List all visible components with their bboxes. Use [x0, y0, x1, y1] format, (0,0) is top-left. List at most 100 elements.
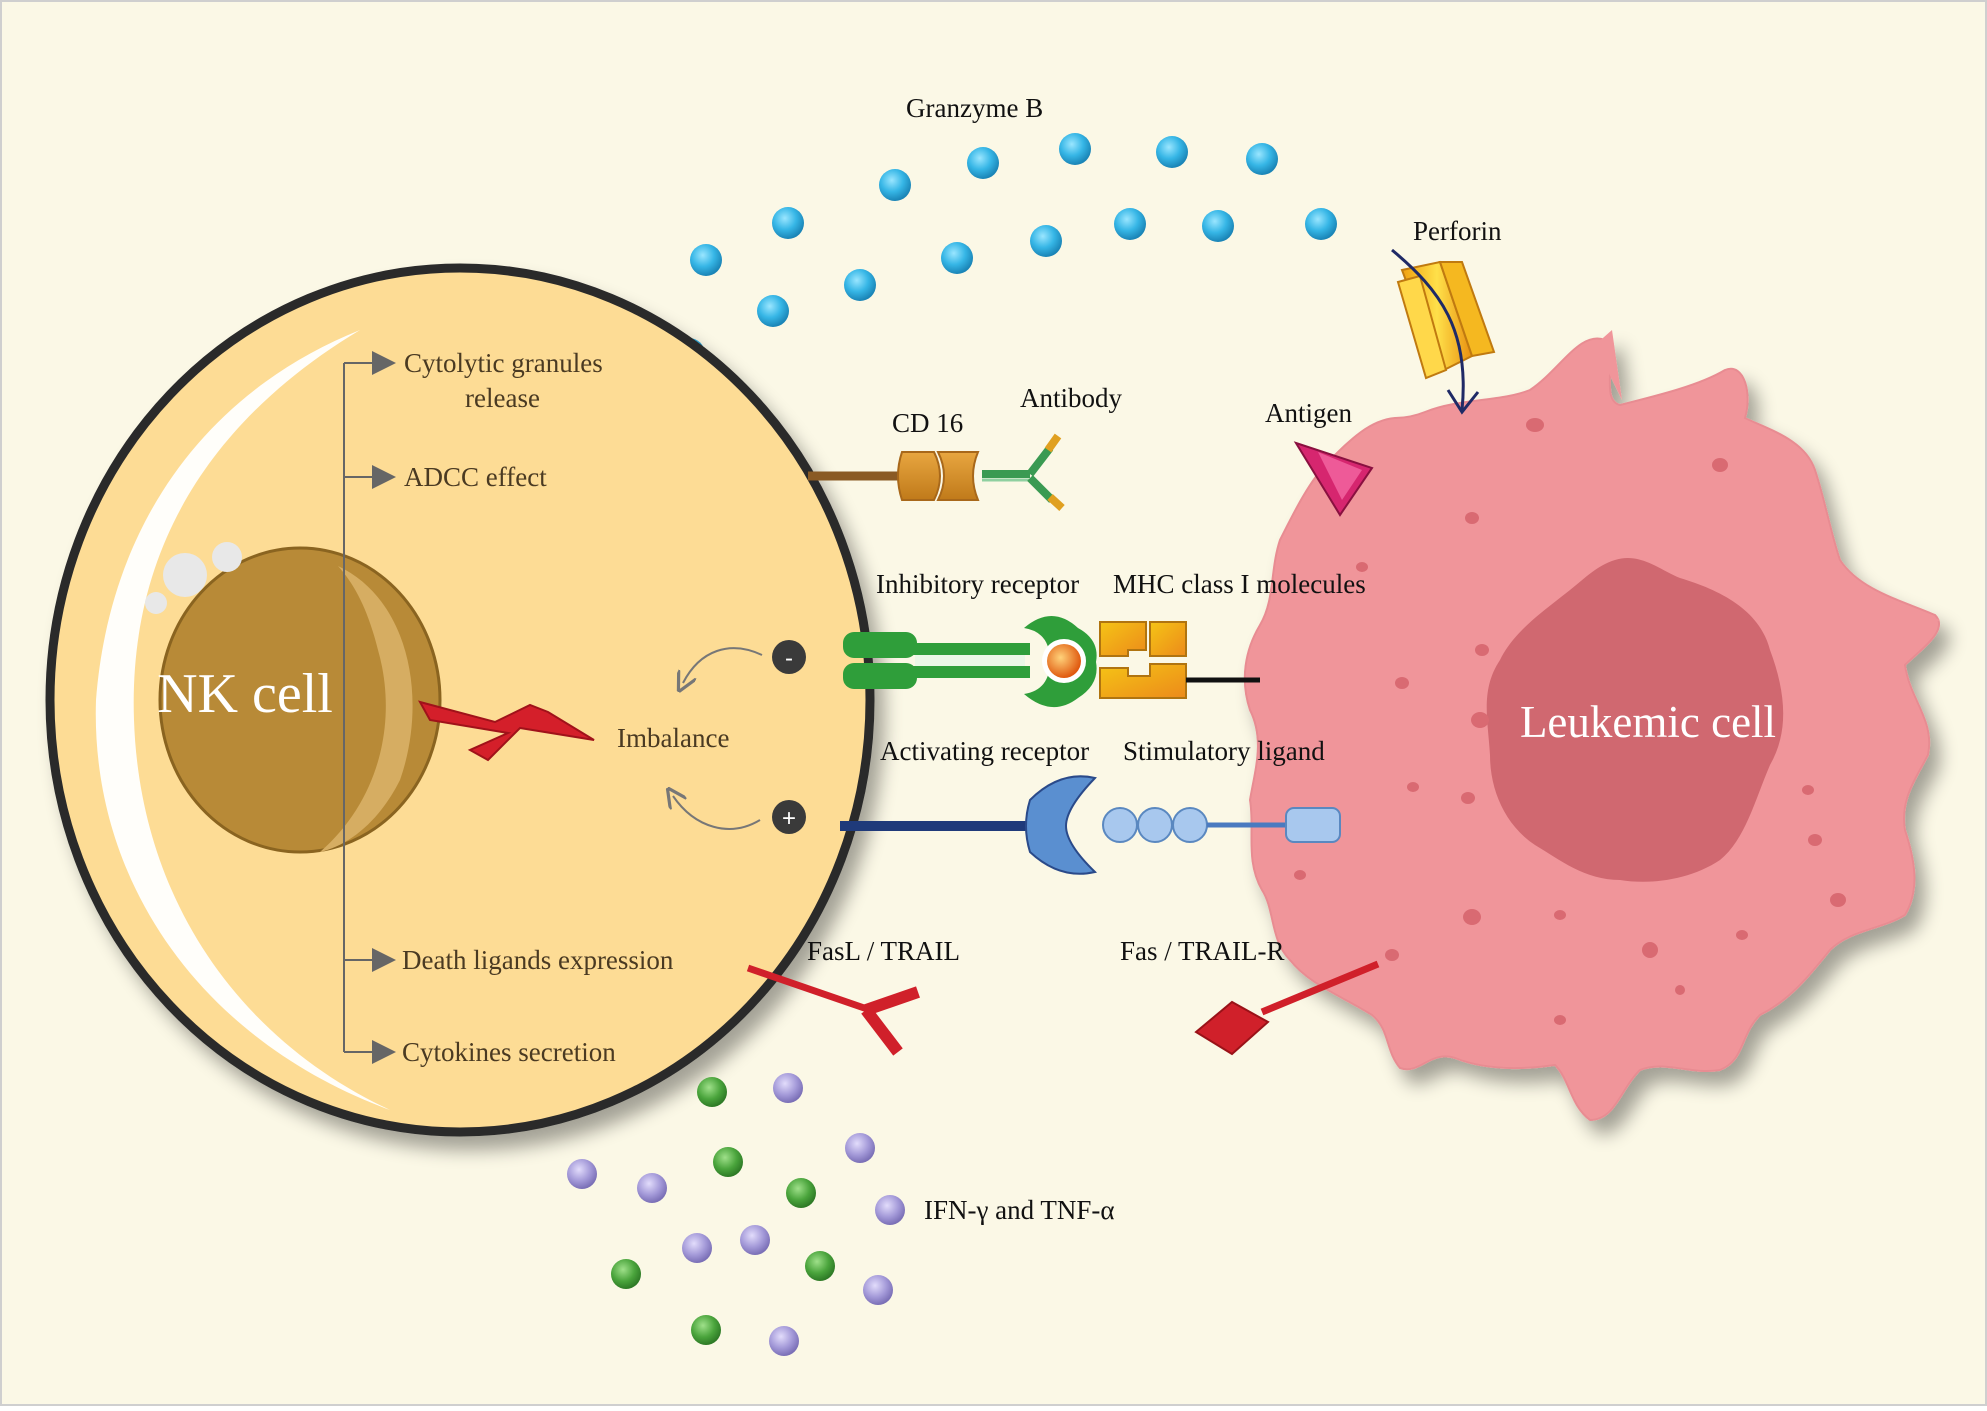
vesicle: [1675, 985, 1685, 995]
granzyme-granule: [1114, 208, 1146, 240]
vesicle: [1830, 893, 1846, 907]
vesicle: [1808, 834, 1822, 846]
imbalance-label: Imbalance: [617, 723, 729, 753]
nk-nucleus-body: [158, 546, 442, 854]
cytokine-granules: [567, 1073, 905, 1356]
nk-nucleus-highlight: [320, 566, 413, 852]
granzyme-granule: [941, 242, 973, 274]
vesicle: [1385, 949, 1399, 961]
granzyme-granule: [772, 207, 804, 239]
vesicle: [1526, 418, 1544, 432]
vesicle: [1407, 782, 1419, 792]
antigen-label: Antigen: [1265, 398, 1352, 428]
minus-badge: [772, 640, 806, 674]
leukemic-spike: [1888, 600, 1940, 640]
fasl-label: FasL / TRAIL: [807, 936, 960, 966]
fasl-trail: [746, 964, 920, 1056]
granzyme-granule: [879, 169, 911, 201]
tnf-granule: [769, 1326, 799, 1356]
vesicle: [1642, 942, 1658, 958]
mhc-class-i: [1099, 621, 1260, 699]
function-cytokines: Cytokines secretion: [402, 1037, 616, 1067]
vesicle: [1712, 458, 1728, 472]
vesicle: [1471, 712, 1489, 728]
vesicle: [1356, 562, 1368, 572]
antigen-shade: [1318, 452, 1362, 500]
ifn-granule: [697, 1077, 727, 1107]
leukemic-spike: [1872, 880, 1905, 920]
nk-vesicle: [145, 592, 167, 614]
plus-badge: [772, 800, 806, 834]
granzyme-label: Granzyme B: [906, 93, 1043, 123]
ifn-granule: [805, 1251, 835, 1281]
cytokines-label: IFN-γ and TNF-α: [924, 1195, 1115, 1225]
granzyme-granule: [1202, 210, 1234, 242]
mhc-label: MHC class I molecules: [1113, 569, 1366, 599]
nk-vesicle: [212, 542, 242, 572]
function-adcc: ADCC effect: [404, 462, 547, 492]
leukemic-nucleus: [1486, 557, 1784, 882]
vesicle: [1294, 870, 1306, 880]
tnf-granule: [875, 1195, 905, 1225]
tnf-granule: [682, 1233, 712, 1263]
function-bracket: [343, 351, 396, 1064]
granzyme-granule: [967, 147, 999, 179]
leukemic-vesicles: [1294, 418, 1846, 1025]
activating-receptor-label: Activating receptor: [880, 736, 1089, 766]
ifn-granule: [713, 1147, 743, 1177]
vesicle: [1736, 930, 1748, 940]
inhibit-curve-arrow: [683, 647, 763, 683]
leukemic-cell: Leukemic cell: [1243, 330, 1940, 1122]
minus-symbol: -: [785, 645, 793, 672]
tnf-granule: [637, 1173, 667, 1203]
cd16-receptor: [808, 451, 980, 501]
tnf-granule: [773, 1073, 803, 1103]
vesicle: [1554, 910, 1566, 920]
nk-cell: [45, 263, 875, 1137]
nk-membrane-highlight: [95, 330, 391, 1110]
tnf-granule: [863, 1275, 893, 1305]
vesicle: [1554, 1015, 1566, 1025]
function-cytolytic: Cytolytic granules: [404, 348, 603, 378]
plus-symbol: +: [782, 805, 796, 832]
granzyme-granule: [1156, 136, 1188, 168]
perforin-arrow: [1391, 248, 1465, 411]
activating-receptor: [840, 775, 1098, 875]
signal-bolt-icon: [417, 700, 595, 762]
granzyme-granule: [1305, 208, 1337, 240]
ifn-granule: [786, 1178, 816, 1208]
vesicle: [1802, 785, 1814, 795]
inhibitory-receptor-label: Inhibitory receptor: [876, 569, 1079, 599]
granzyme-granule: [844, 269, 876, 301]
antibody: [982, 433, 1065, 511]
activate-curve-arrow: [673, 796, 761, 830]
vesicle: [1465, 512, 1479, 524]
vesicle: [1461, 792, 1475, 804]
stimulatory-ligand-label: Stimulatory ligand: [1123, 736, 1325, 766]
vesicle: [1475, 644, 1489, 656]
fas-trail-r: [1194, 960, 1380, 1056]
granzyme-granule: [1246, 143, 1278, 175]
tnf-granule: [740, 1225, 770, 1255]
tnf-granule: [845, 1133, 875, 1163]
granzyme-granule: [690, 244, 722, 276]
perforin-arrowhead: [1446, 389, 1480, 415]
perforin-pore: [1396, 260, 1496, 380]
nk-cell-membrane: [45, 263, 875, 1137]
antibody-label: Antibody: [1020, 383, 1123, 413]
vesicle: [1395, 677, 1409, 689]
granzyme-granule: [1059, 133, 1091, 165]
nk-vesicle: [163, 553, 207, 597]
function-cytolytic-release: release: [465, 383, 540, 413]
tnf-granule: [567, 1159, 597, 1189]
nk-nucleus: NK cell: [145, 542, 442, 854]
stimulatory-ligand: [1102, 807, 1341, 843]
ifn-granule: [691, 1315, 721, 1345]
leukemic-cell-title: Leukemic cell: [1520, 697, 1776, 747]
inhibitory-receptor: [843, 616, 1097, 708]
perforin-label: Perforin: [1413, 216, 1502, 246]
granzyme-granule: [757, 295, 789, 327]
